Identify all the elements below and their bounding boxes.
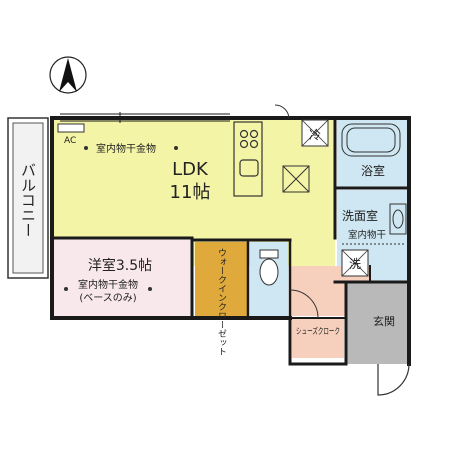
range-hood-icon xyxy=(282,165,310,193)
hanger-markers xyxy=(64,146,178,291)
room-western xyxy=(52,238,192,316)
kitchen-counter xyxy=(233,121,263,197)
toilet-door xyxy=(289,289,319,319)
western-hanger-label: 室内物干金物 xyxy=(78,278,138,291)
balcony-label: バルコニー xyxy=(19,163,37,238)
balcony: バルコニー xyxy=(7,117,49,279)
fridge-label: 冷 xyxy=(309,128,321,142)
walls xyxy=(50,116,411,366)
washer-icon: 洗 xyxy=(341,249,369,277)
shoes-cloak-label: シューズクローク xyxy=(296,326,340,337)
ldk-hanger-label: 室内物干金物 xyxy=(96,142,156,155)
walkin-label: ウォークインクローゼット xyxy=(216,248,227,356)
ac-label: AC xyxy=(64,136,76,146)
toilet-icon xyxy=(259,249,279,286)
western-hanger-note: (ベースのみ) xyxy=(79,292,136,304)
washroom-label: 洗面室 xyxy=(342,208,378,223)
ac-unit xyxy=(57,123,85,133)
western-name: 洋室3.5帖 xyxy=(88,257,152,274)
ldk-size: 11帖 xyxy=(170,182,211,203)
front-door xyxy=(377,363,410,396)
entrance-label: 玄関 xyxy=(373,314,395,328)
fridge-icon: 冷 xyxy=(301,119,329,147)
room-shoes-cloak xyxy=(292,318,344,358)
north-arrow-icon xyxy=(49,56,87,94)
bath-label: 浴室 xyxy=(361,163,385,178)
room-walkin-closet xyxy=(195,242,247,316)
washroom-hanger-label: 室内物干 xyxy=(348,229,386,241)
ldk-door xyxy=(274,104,290,119)
windows xyxy=(60,112,230,123)
sink-icon xyxy=(389,203,407,235)
room-entrance xyxy=(346,282,409,364)
ldk-name: LDK xyxy=(172,159,209,180)
bathtub-icon xyxy=(341,123,401,157)
washer-label: 洗 xyxy=(349,257,361,271)
